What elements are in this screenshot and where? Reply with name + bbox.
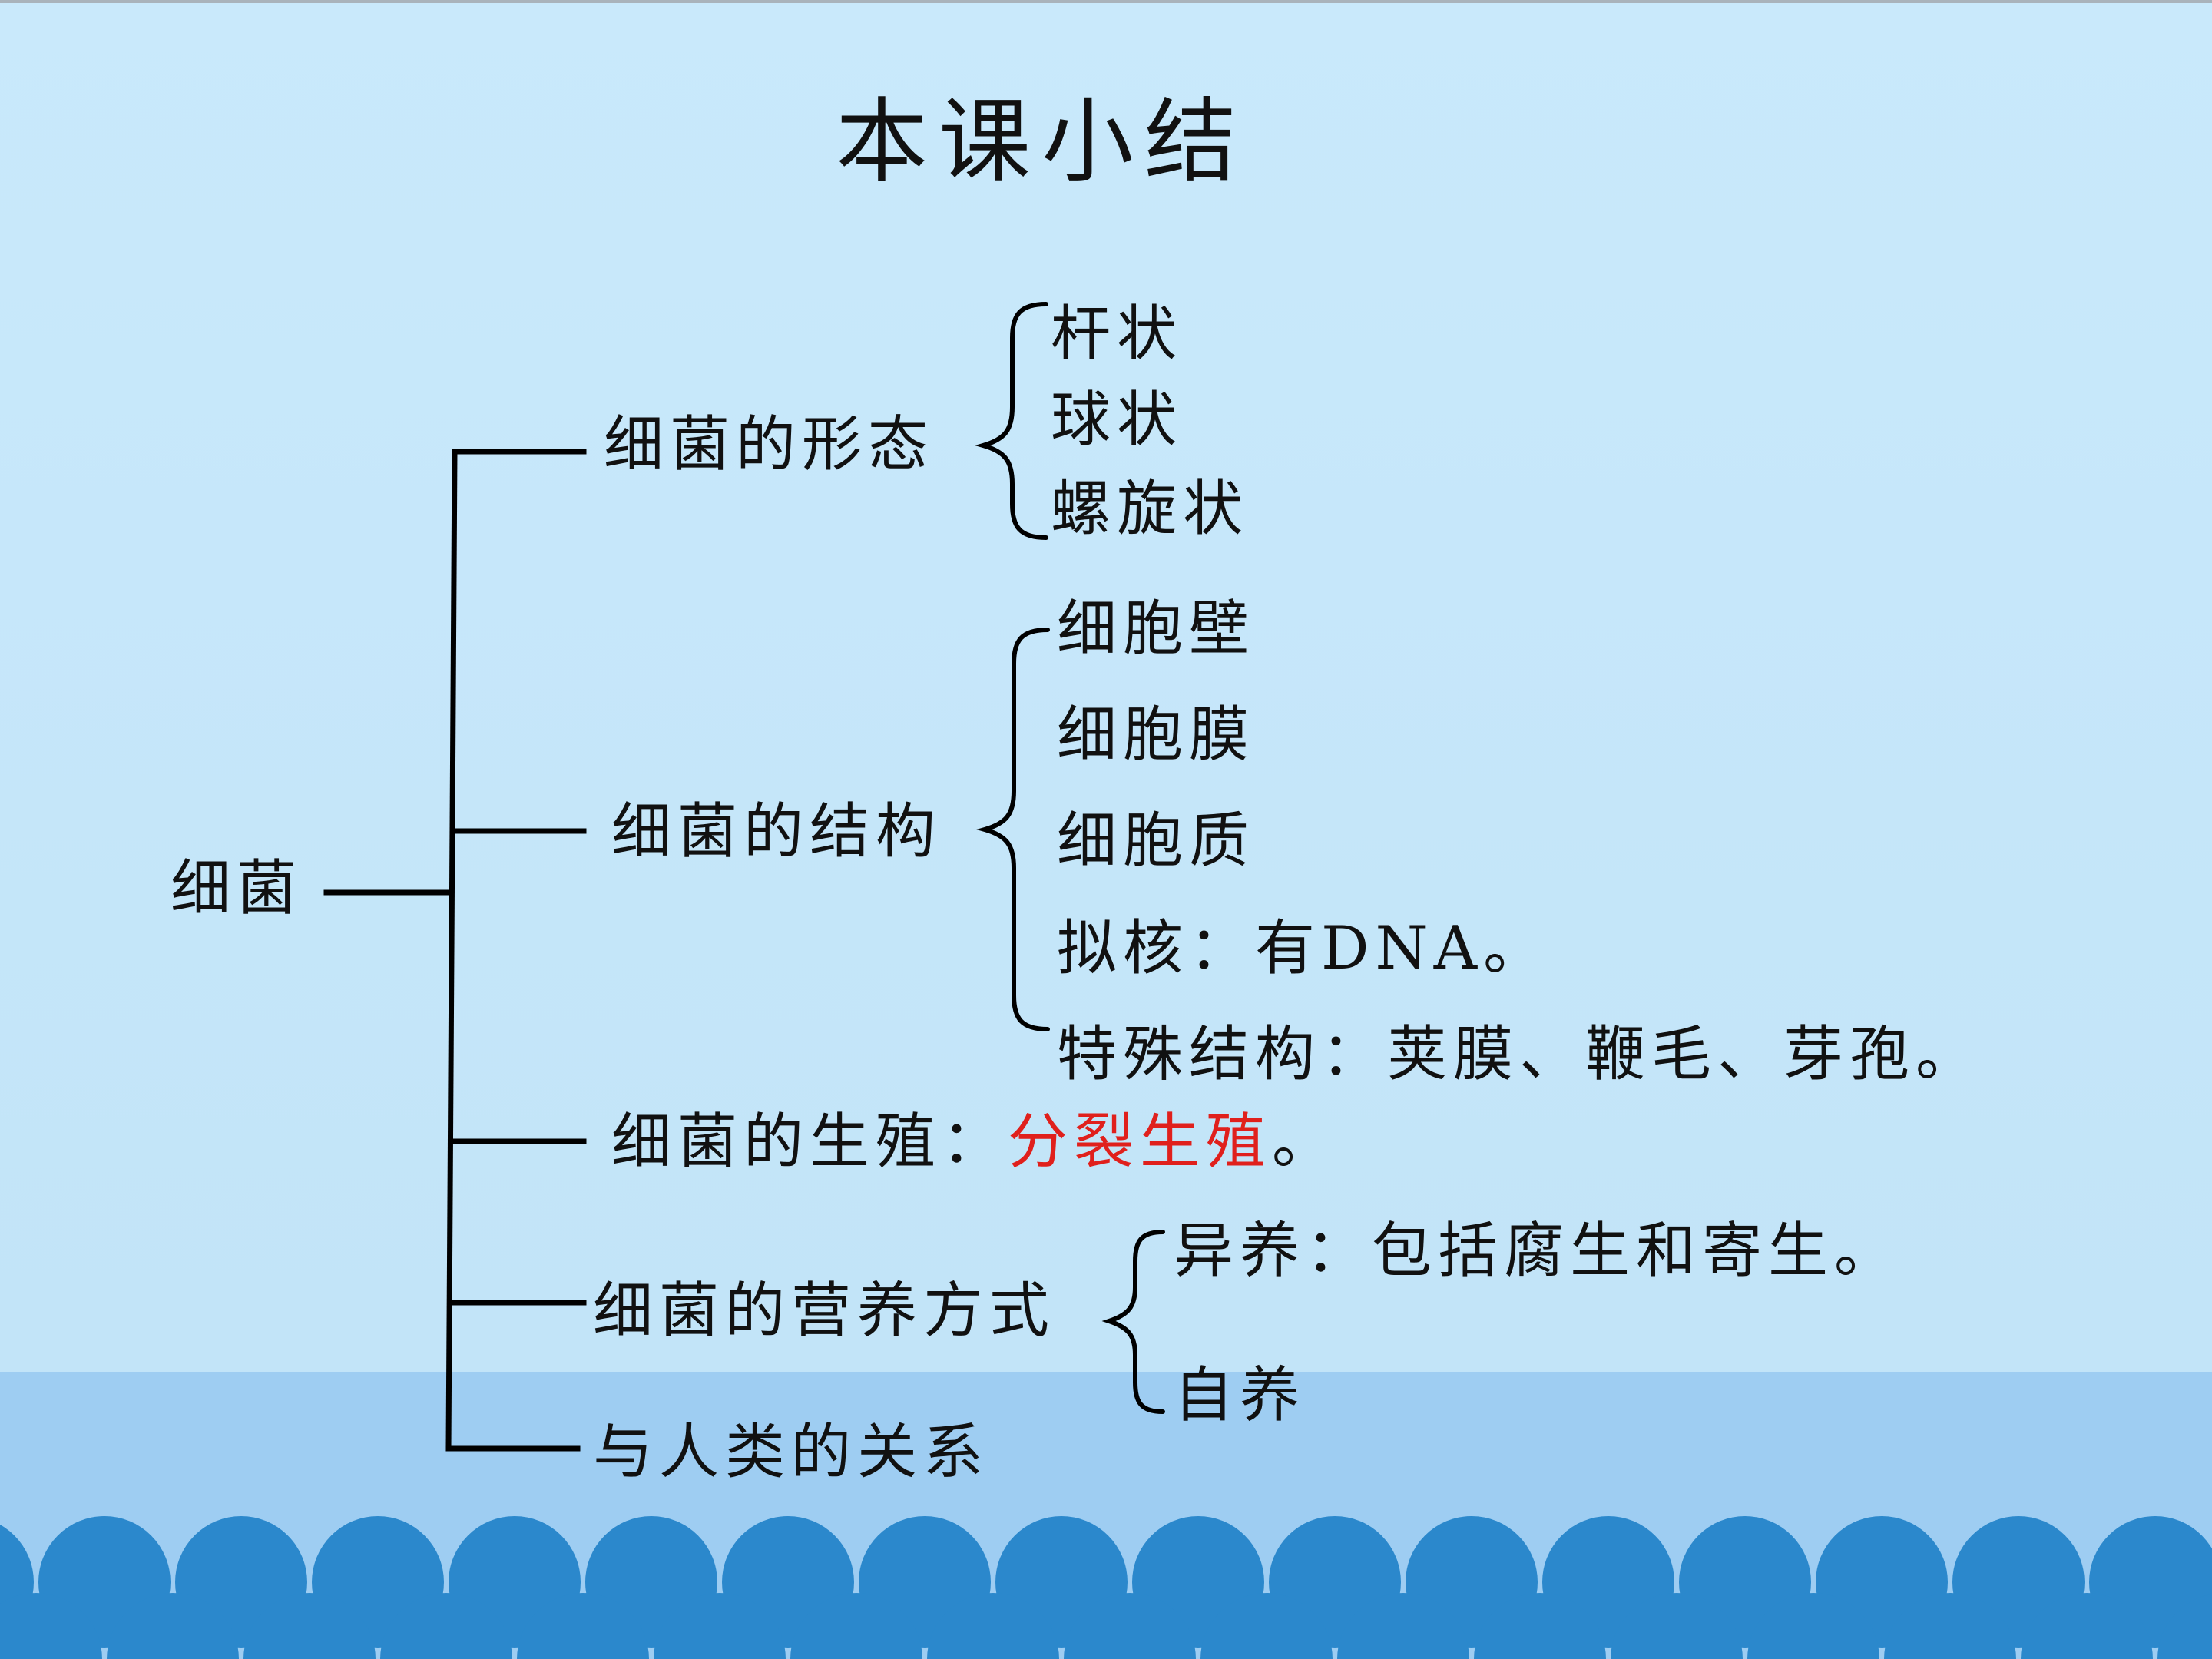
root-node: 细菌 — [171, 854, 303, 923]
wave-scallop — [0, 1593, 102, 1659]
branch-relation: 与人类的关系 — [593, 1418, 990, 1487]
structure-item: 细胞壁 — [1057, 594, 1256, 664]
wave-scallop — [1747, 1593, 1879, 1659]
wave-scallop — [1337, 1593, 1469, 1659]
wave-scallop — [1884, 1593, 2016, 1659]
nutrition-item: 异养：包括腐生和寄生。 — [1174, 1217, 1901, 1286]
structure-item: 拟核：有DNA。 — [1057, 914, 1550, 983]
wave-scallop — [1611, 1593, 1743, 1659]
wave-scallop — [1200, 1593, 1333, 1659]
morphology-item: 螺旋状 — [1051, 475, 1250, 544]
morphology-item: 杆状 — [1051, 300, 1184, 369]
trunk-line — [445, 449, 458, 1452]
wave-scallop — [654, 1593, 786, 1659]
brace-structure — [976, 628, 1050, 1031]
reproduction-answer: 分裂生殖 — [1008, 1108, 1273, 1177]
wave-scallop — [2021, 1593, 2153, 1659]
wave-scallop — [107, 1593, 239, 1659]
brace-morphology — [975, 302, 1048, 540]
branch-morphology: 细菌的形态 — [604, 410, 935, 479]
wave-scallop — [790, 1593, 922, 1659]
reproduction-label: 细菌的生殖： — [611, 1108, 1008, 1177]
reproduction-suffix: 。 — [1272, 1108, 1339, 1177]
wave-decoration — [0, 1516, 2212, 1659]
wave-scallop — [380, 1593, 512, 1659]
wave-scallop — [927, 1593, 1059, 1659]
wave-scallop — [517, 1593, 649, 1659]
top-border — [0, 0, 2212, 3]
wave-scallop — [2157, 1594, 2212, 1659]
wave-scallop — [1474, 1593, 1606, 1659]
nutrition-item: 自养 — [1174, 1361, 1306, 1430]
slide-background — [0, 0, 2212, 1372]
structure-item: 特殊结构：荚膜、鞭毛、芽孢。 — [1057, 1020, 1982, 1089]
brace-nutrition — [1101, 1230, 1165, 1414]
structure-item: 细胞膜 — [1057, 700, 1256, 770]
slide-title: 本课小结 — [836, 89, 1247, 196]
structure-item: 细胞质 — [1057, 806, 1256, 876]
branch-reproduction: 细菌的生殖：分裂生殖。 — [611, 1112, 1338, 1172]
branch-structure: 细菌的结构 — [611, 797, 942, 866]
wave-scallop — [1064, 1593, 1196, 1659]
wave-scallop — [243, 1593, 376, 1659]
branch-nutrition: 细菌的营养方式 — [593, 1277, 1056, 1346]
morphology-item: 球状 — [1051, 386, 1184, 455]
